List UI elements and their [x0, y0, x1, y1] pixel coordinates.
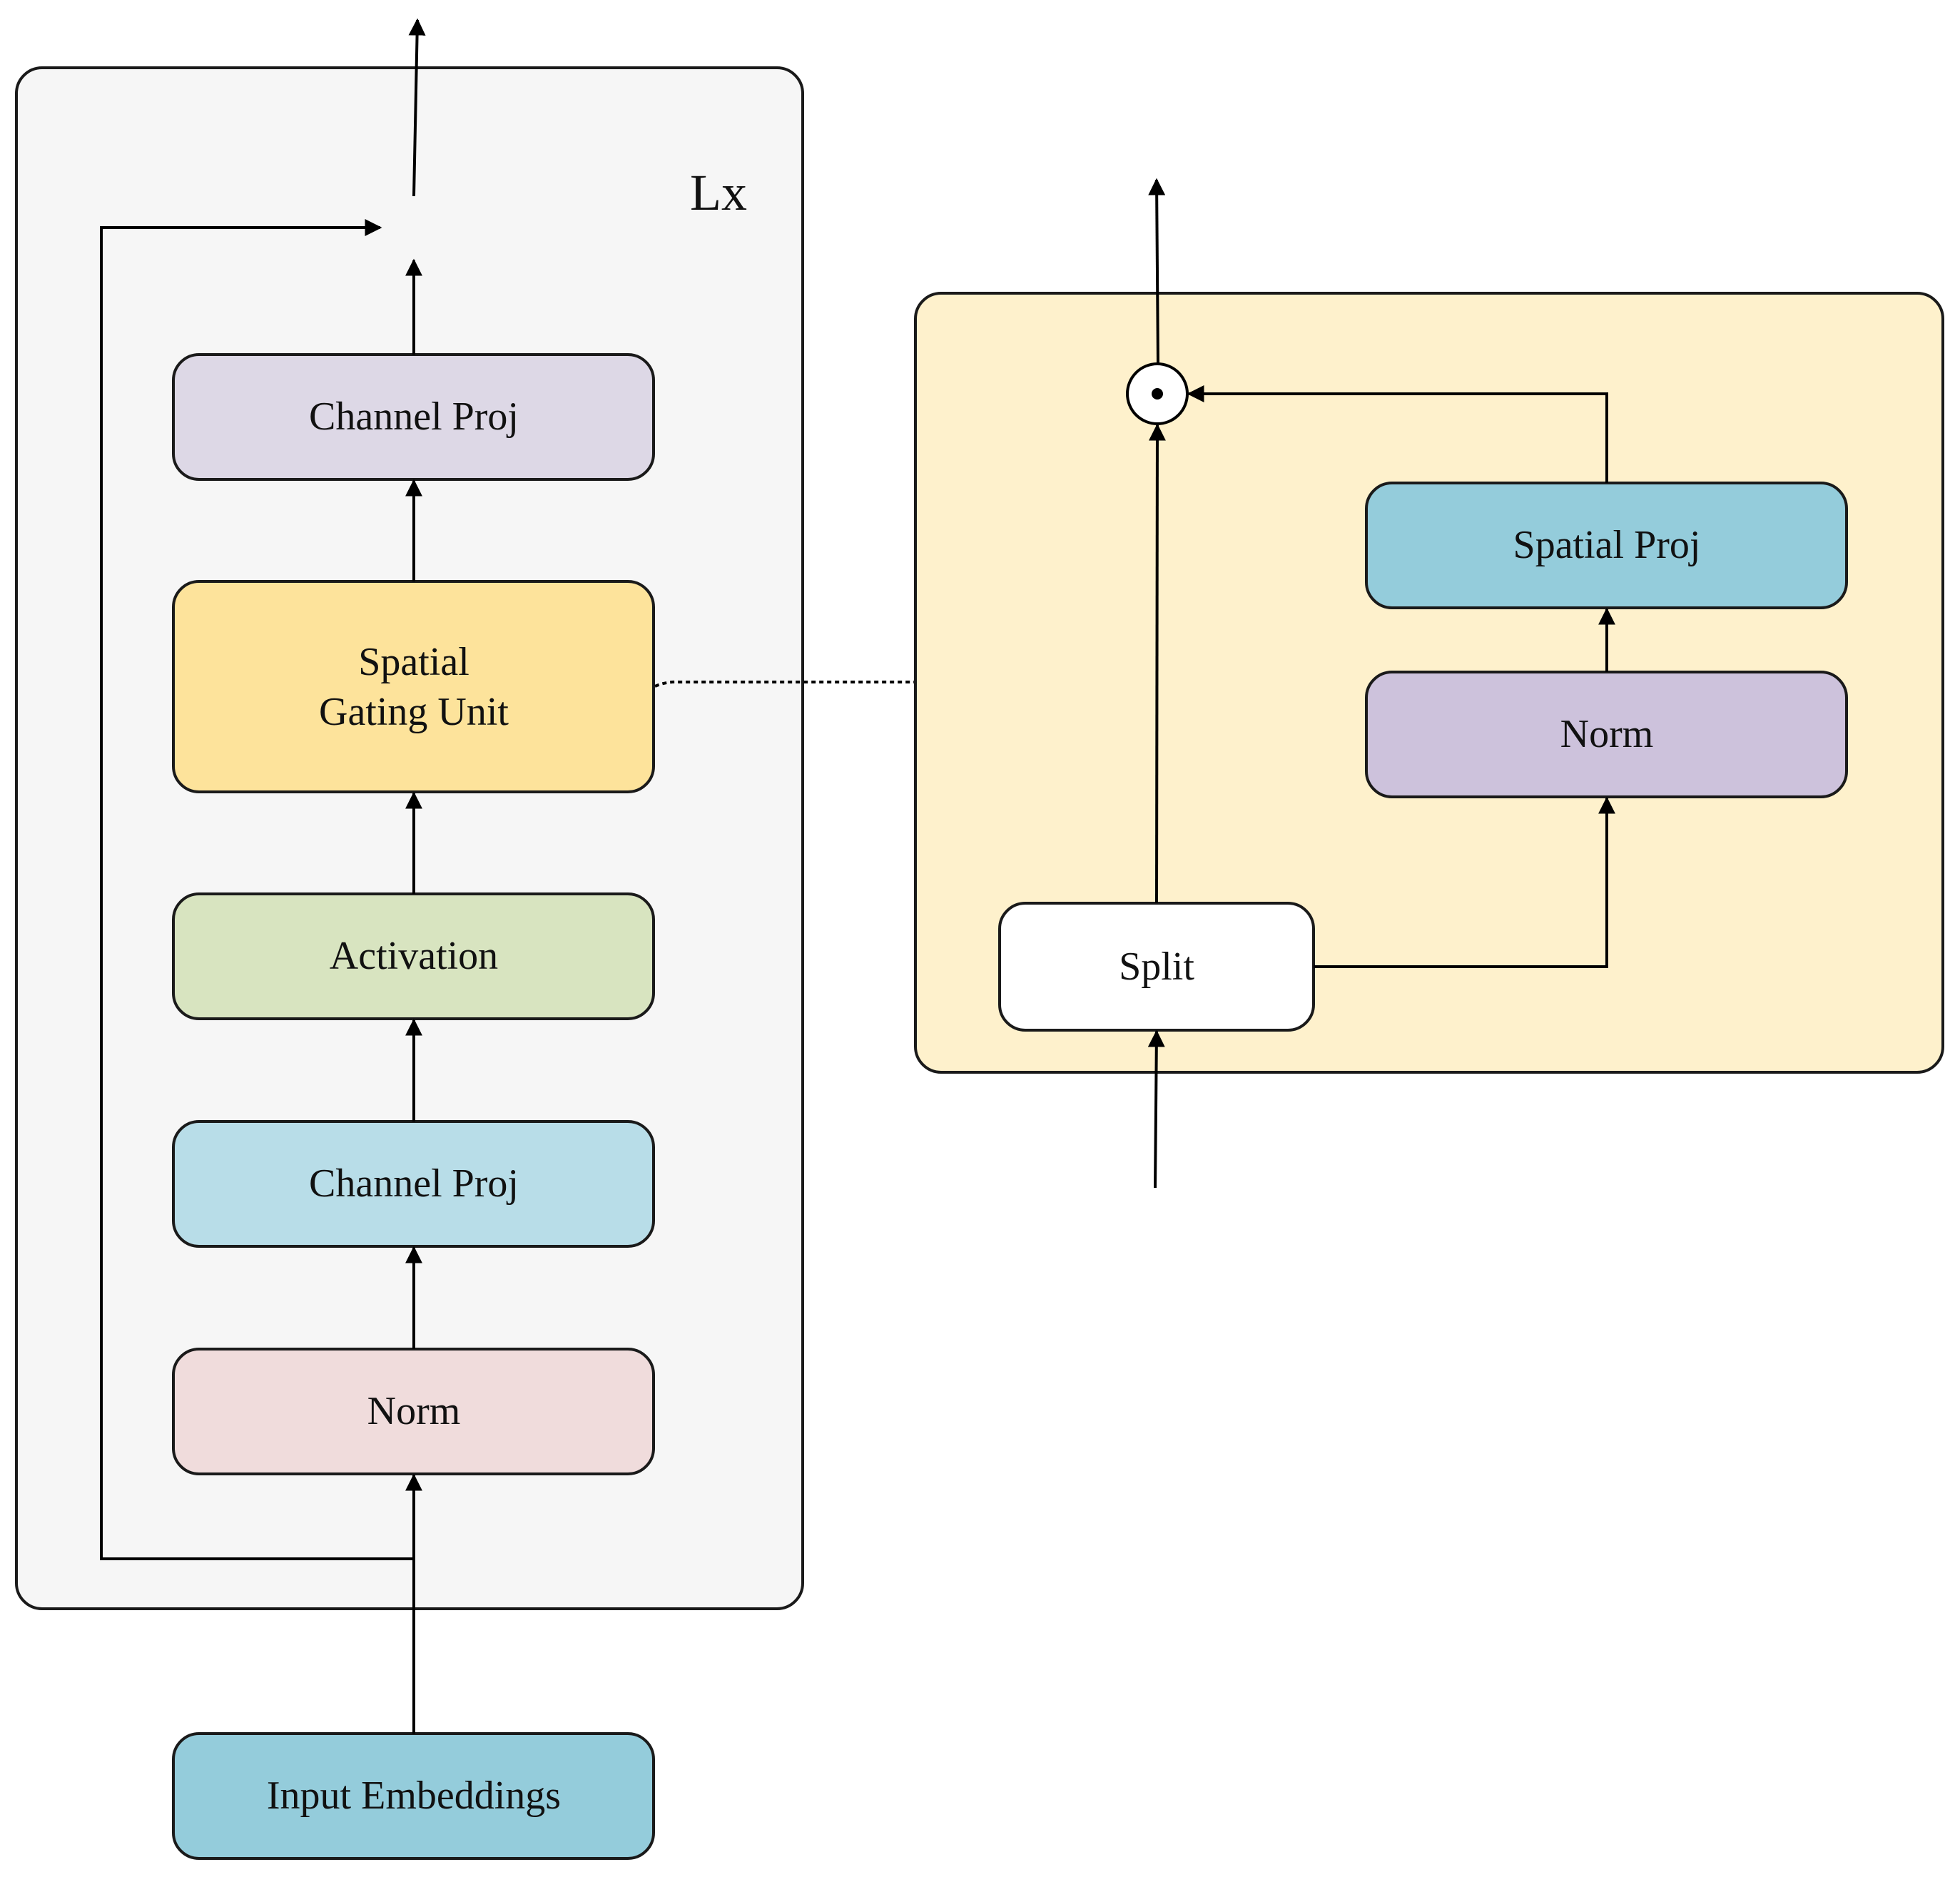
- edge-block-output: [408, 18, 426, 197]
- norm-node: Norm: [172, 1348, 655, 1475]
- activation-label: Activation: [330, 934, 498, 978]
- spatial-gating-unit-label-line1: Spatial: [358, 640, 469, 684]
- sgu-detail-link: [654, 680, 915, 688]
- edge-detail-input-to-split: [1147, 1029, 1165, 1189]
- edge-spatial-proj-to-product: [1187, 385, 1608, 483]
- spatial-proj-node: Spatial Proj: [1365, 482, 1848, 609]
- input-embeddings-label: Input Embeddings: [267, 1774, 561, 1818]
- spatial-gating-unit-label-line2: Gating Unit: [319, 690, 509, 734]
- channel-proj-bottom-node: Channel Proj: [172, 1120, 655, 1248]
- channel-proj-bottom-label: Channel Proj: [309, 1161, 519, 1206]
- norm-label: Norm: [367, 1389, 461, 1433]
- repeat-label: Lx: [690, 164, 747, 221]
- edge-detail-output: [1148, 178, 1166, 365]
- edge-split-to-norm: [1314, 796, 1615, 968]
- split-label: Split: [1119, 945, 1194, 989]
- skip-connection: [100, 219, 414, 1560]
- detail-norm-label: Norm: [1560, 712, 1654, 756]
- elementwise-product-node: [1126, 362, 1189, 425]
- spatial-gating-unit-node: Spatial Gating Unit: [172, 580, 655, 793]
- spatial-proj-label: Spatial Proj: [1513, 523, 1701, 567]
- input-embeddings-node: Input Embeddings: [172, 1732, 655, 1860]
- split-node: Split: [998, 902, 1315, 1032]
- activation-node: Activation: [172, 892, 655, 1020]
- detail-norm-node: Norm: [1365, 671, 1848, 798]
- channel-proj-top-label: Channel Proj: [309, 395, 519, 439]
- channel-proj-top-node: Channel Proj: [172, 353, 655, 481]
